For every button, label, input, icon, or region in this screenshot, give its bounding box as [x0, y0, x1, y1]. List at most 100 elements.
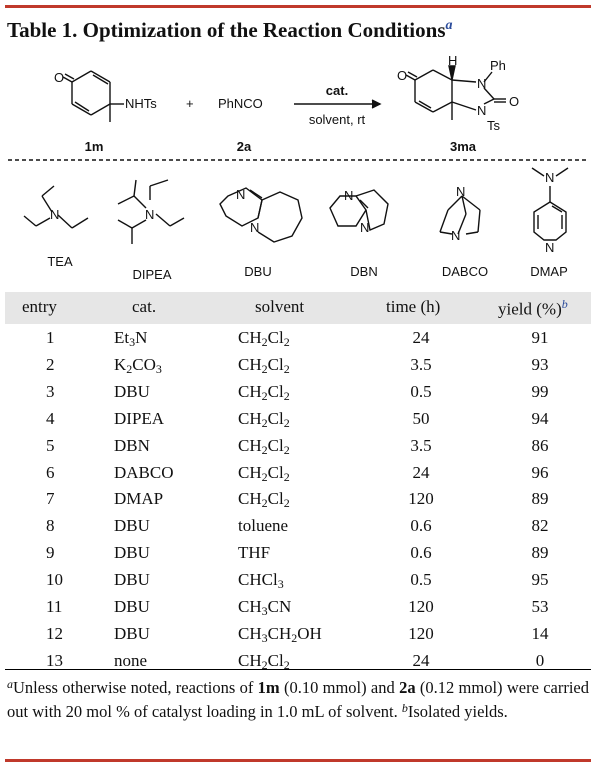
row-2-time: 3.5	[410, 354, 432, 374]
row-12-yield: 14	[531, 623, 549, 643]
row-1-solvent: CH2Cl2	[238, 328, 290, 349]
catalyst-label-dbn: DBN	[350, 264, 377, 279]
row-3-time: 0.5	[410, 381, 432, 401]
row-13-yield: 0	[535, 650, 545, 670]
row-5-time: 3.5	[410, 435, 432, 455]
top-rule	[5, 5, 591, 8]
dbu-structure	[219, 187, 303, 243]
row-4-cat: DIPEA	[114, 408, 165, 428]
row-6-cat: DABCO	[114, 462, 174, 482]
row-5-yield: 86	[531, 435, 549, 455]
label-3ma: 3ma	[450, 139, 477, 154]
row-9-cat: DBU	[114, 543, 150, 563]
product-oxygen-urea: O	[509, 94, 519, 109]
row-12-time: 120	[408, 623, 434, 643]
dipea-structure	[117, 179, 185, 244]
row-13-solvent: CH2Cl2	[238, 650, 290, 672]
row-7-yield: 89	[531, 489, 549, 509]
dbu-n1: N	[236, 187, 245, 202]
reactant-nhts: NHTs	[125, 96, 157, 111]
row-10-solvent: CHCl3	[238, 570, 284, 592]
row-8-solvent: toluene	[238, 516, 289, 536]
dipea-n: N	[145, 207, 154, 222]
row-12-solvent: CH3CH2OH	[238, 623, 322, 645]
label-2a: 2a	[237, 139, 252, 154]
footnotes: aUnless otherwise noted, reactions of 1m…	[7, 676, 589, 724]
table-title: Table 1. Optimization of the Reaction Co…	[7, 18, 453, 43]
bottom-rule	[5, 759, 591, 762]
row-6-solvent: CH2Cl2	[238, 462, 290, 484]
row-10-time: 0.5	[410, 570, 432, 590]
title-footnote-mark: a	[445, 18, 453, 33]
header-yield-text: yield (%)	[498, 299, 562, 319]
dabco-n2: N	[451, 228, 460, 243]
header-catalyst: cat.	[132, 297, 157, 316]
product-oxygen-ketone: O	[397, 68, 407, 83]
row-4-solvent: CH2Cl2	[238, 408, 290, 430]
catalyst-label-dabco: DABCO	[442, 264, 488, 279]
plus-sign: +	[186, 96, 194, 111]
dmap-structure	[531, 167, 569, 241]
header-solvent: solvent	[255, 297, 305, 316]
footnote-a-text: Unless otherwise noted, reactions of 1m …	[7, 678, 589, 721]
arrow-conditions: solvent, rt	[309, 112, 366, 127]
header-time: time (h)	[386, 297, 441, 316]
yield-footnote-mark: b	[561, 297, 568, 311]
row-2-cat: K2CO3	[114, 354, 162, 376]
dabco-n1: N	[456, 184, 465, 199]
row-13-cat: none	[114, 650, 148, 670]
header-entry: entry	[22, 297, 57, 316]
footnote-a-mark: a	[7, 677, 13, 691]
row-5-solvent: CH2Cl2	[238, 435, 290, 457]
reactant-oxygen: O	[54, 70, 64, 85]
row-9-yield: 89	[531, 543, 549, 563]
table-title-text: Table 1. Optimization of the Reaction Co…	[7, 18, 446, 42]
row-12-cat: DBU	[114, 623, 150, 643]
row-8-time: 0.6	[410, 516, 432, 536]
row-10-yield: 95	[531, 570, 549, 590]
dbn-n1: N	[344, 188, 353, 203]
row-8-yield: 82	[531, 516, 549, 536]
row-4-yield: 94	[531, 408, 549, 428]
row-10-cat: DBU	[114, 570, 150, 590]
row-11-yield: 53	[531, 597, 549, 616]
table-header-band	[5, 292, 591, 324]
tea-n: N	[50, 207, 59, 222]
footnote-b-text: Isolated yields.	[407, 702, 508, 721]
row-8-cat: DBU	[114, 516, 150, 536]
row-4-time: 50	[412, 408, 430, 428]
product-ts: Ts	[487, 118, 501, 133]
product-h: H	[448, 55, 457, 68]
row-1-cat: Et3N	[114, 328, 148, 349]
dmap-n1: N	[545, 170, 554, 185]
product-ph: Ph	[490, 58, 506, 73]
dbn-n2: N	[360, 220, 369, 235]
row-3-solvent: CH2Cl2	[238, 381, 290, 403]
row-7-solvent: CH2Cl2	[238, 489, 290, 511]
dbu-n2: N	[250, 220, 259, 235]
product-n2: N	[477, 103, 486, 118]
reaction-scheme: O NHTs + PhNCO cat. solvent, rt O H Ph N…	[8, 55, 588, 282]
row-6-yield: 96	[531, 462, 549, 482]
dabco-structure	[439, 195, 481, 235]
row-7-cat: DMAP	[114, 489, 164, 509]
reactant-1m-structure	[62, 70, 124, 122]
row-11-solvent: CH3CN	[238, 597, 292, 618]
row-6-time: 24	[412, 462, 430, 482]
footnote-rule	[5, 669, 591, 670]
row-2-solvent: CH2Cl2	[238, 354, 290, 376]
row-13-time: 24	[412, 650, 430, 670]
row-9-time: 0.6	[410, 543, 432, 563]
dbn-structure	[329, 189, 389, 231]
dmap-n2: N	[545, 240, 554, 255]
header-yield: yield (%)b	[498, 297, 568, 320]
row-5-cat: DBN	[114, 435, 150, 455]
row-1-time: 24	[412, 328, 430, 347]
catalyst-label-tea: TEA	[47, 254, 73, 269]
row-11-cat: DBU	[114, 597, 150, 616]
product-n1: N	[477, 76, 486, 91]
row-1-yield: 91	[531, 328, 549, 347]
row-7-time: 120	[408, 489, 434, 509]
footnote-b-mark: b	[401, 701, 408, 715]
row-3-yield: 99	[531, 381, 549, 401]
